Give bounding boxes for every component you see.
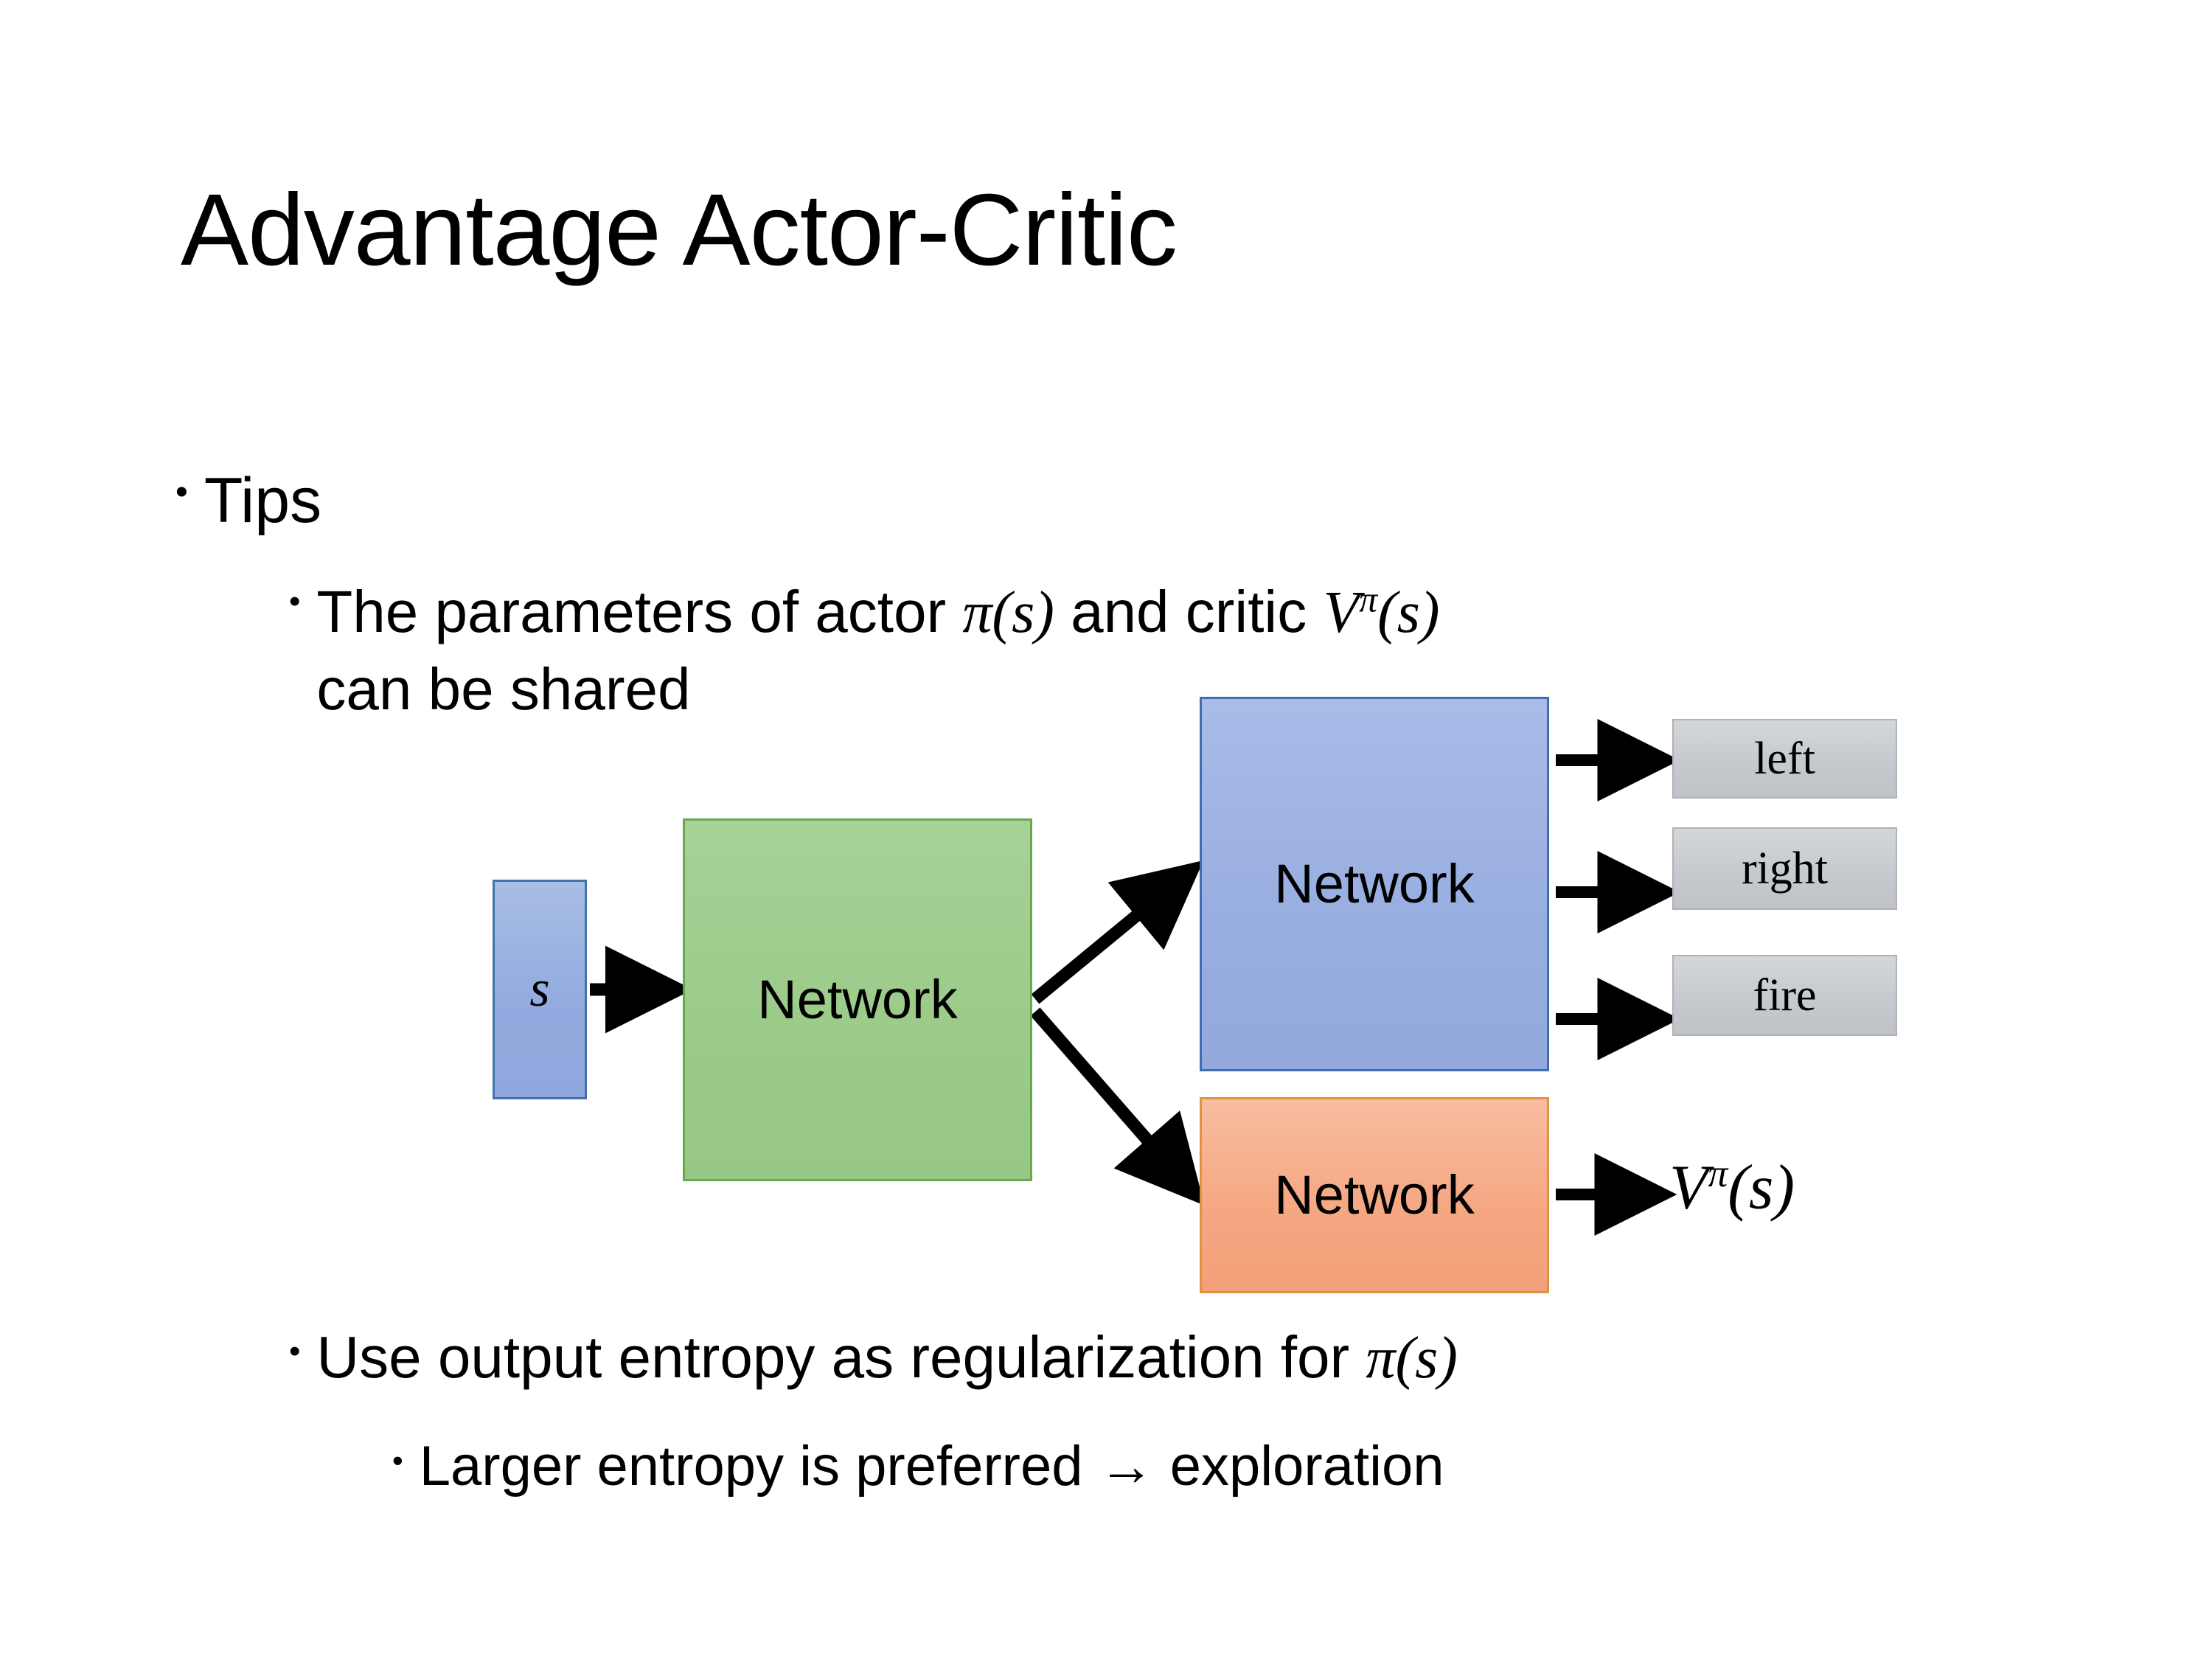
entropy-pi-arg: (s) — [1395, 1326, 1458, 1391]
bullet-larger-entropy-text: Larger entropy is preferred → exploratio… — [419, 1435, 1444, 1498]
bullet-marker-icon: • — [392, 1443, 403, 1478]
entropy-pi-symbol: π — [1366, 1326, 1396, 1391]
input-state-box: s — [493, 880, 587, 1099]
params-line-two: can be shared — [316, 656, 691, 722]
bullet-entropy-text: Use output entropy as regularization for… — [316, 1324, 1458, 1392]
action-label-fire: fire — [1753, 970, 1817, 1020]
actor-pi-arg: (s) — [992, 580, 1054, 645]
input-state-label: s — [529, 961, 550, 1018]
bullet-entropy-regularization: • Use output entropy as regularization f… — [289, 1324, 1458, 1392]
critic-network-label: Network — [1274, 1164, 1475, 1225]
critic-v-symbol: V — [1323, 580, 1360, 645]
entropy-text-before: Use output entropy as regularization for — [316, 1324, 1366, 1390]
actor-pi-symbol: π — [962, 580, 992, 645]
shared-network-box: Network — [683, 818, 1032, 1181]
bullet-tips-label: Tips — [204, 465, 322, 536]
action-label-right: right — [1741, 843, 1829, 894]
critic-v-superscript: π — [1359, 579, 1378, 620]
bullet-shared-parameters: • The parameters of actor π(s) and criti… — [289, 574, 1837, 728]
bullet-tips: • Tips — [175, 465, 321, 538]
bullet-shared-parameters-text: The parameters of actor π(s) and critic … — [316, 574, 1439, 728]
critic-value-output: Vπ(s) — [1669, 1151, 1795, 1222]
actor-network-box: Network — [1200, 697, 1549, 1071]
critic-network-box: Network — [1200, 1097, 1549, 1293]
bullet-marker-icon: • — [175, 473, 188, 512]
bullet-marker-icon: • — [289, 583, 301, 619]
params-text-middle: and critic — [1054, 579, 1324, 644]
critic-output-v: V — [1669, 1151, 1708, 1222]
critic-v-arg: (s) — [1377, 580, 1440, 645]
shared-network-label: Network — [757, 969, 958, 1030]
critic-output-arg: (s) — [1728, 1151, 1795, 1222]
critic-output-superscript: π — [1708, 1151, 1728, 1195]
arrow-shared-to-critic — [1030, 1007, 1205, 1206]
arrow-shared-to-actor — [1031, 860, 1204, 1004]
actor-network-label: Network — [1274, 853, 1475, 914]
action-label-left: left — [1754, 733, 1815, 784]
action-box-left: left — [1672, 719, 1897, 799]
bullet-marker-icon: • — [289, 1333, 301, 1369]
action-box-right: right — [1672, 827, 1897, 910]
slide-title: Advantage Actor-Critic — [181, 173, 1178, 287]
params-text-before: The parameters of actor — [316, 579, 963, 644]
action-box-fire: fire — [1672, 955, 1897, 1036]
bullet-larger-entropy: • Larger entropy is preferred → explorat… — [392, 1434, 1444, 1498]
